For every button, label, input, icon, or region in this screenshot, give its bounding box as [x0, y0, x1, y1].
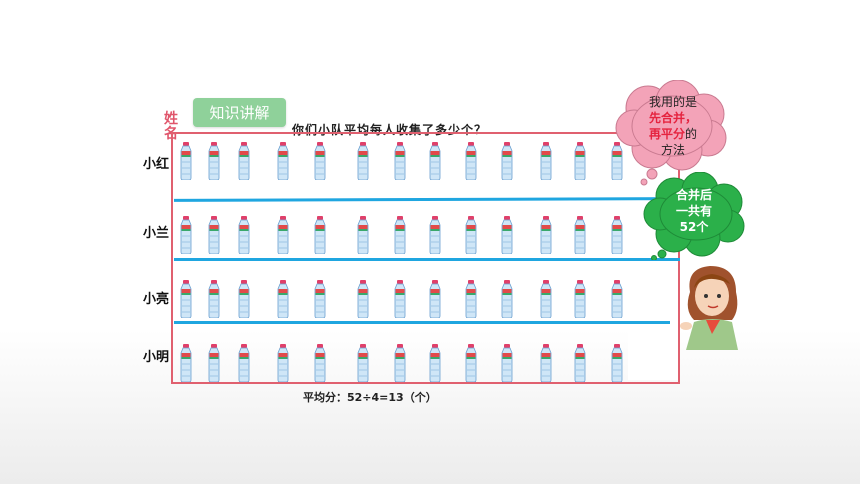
bottle: [538, 216, 554, 254]
bottle: [499, 142, 515, 180]
bottle: [463, 344, 479, 382]
bottle: [355, 142, 371, 180]
bottle: [236, 280, 252, 318]
bottle: [463, 216, 479, 254]
bottle: [499, 280, 515, 318]
knowledge-badge: 知识讲解: [193, 98, 286, 127]
bottle: [312, 142, 328, 180]
bottle: [178, 280, 194, 318]
green-line-2: 一共有: [675, 204, 712, 218]
bottle: [392, 216, 408, 254]
pink-line-3a: 再平分: [648, 127, 685, 141]
pink-cloud-text: 我用的是 先合并， 再平分的 方法: [628, 94, 718, 158]
bottle: [463, 280, 479, 318]
bottle: [572, 142, 588, 180]
bottle: [572, 216, 588, 254]
bottle: [609, 344, 625, 382]
green-cloud-text: 合并后 一共有 52个: [658, 187, 730, 235]
bottle: [538, 344, 554, 382]
bottle: [355, 216, 371, 254]
bottle: [609, 142, 625, 180]
bottle: [206, 142, 222, 180]
bottle: [609, 216, 625, 254]
bottle: [236, 142, 252, 180]
bottle: [427, 344, 443, 382]
bottle: [275, 280, 291, 318]
bottle: [427, 216, 443, 254]
bottle: [275, 216, 291, 254]
bottle: [538, 142, 554, 180]
pink-line-3b: 的: [685, 127, 698, 141]
bottle: [572, 280, 588, 318]
bottle: [499, 216, 515, 254]
bottle: [392, 344, 408, 382]
row-label-xiaoming: 小明: [143, 350, 170, 365]
bottle: [206, 216, 222, 254]
bottle: [275, 344, 291, 382]
bottle: [236, 344, 252, 382]
bottle: [206, 344, 222, 382]
row-label-xiaohong: 小红: [143, 157, 170, 172]
girl-illustration: [680, 266, 738, 350]
row-label-xiaolan: 小兰: [143, 226, 170, 241]
pink-thought-cloud: [615, 80, 727, 186]
bottle: [178, 142, 194, 180]
bottle: [392, 280, 408, 318]
bottle: [538, 280, 554, 318]
pink-line-4: 方法: [660, 143, 685, 157]
pink-line-2: 先合并，: [648, 111, 697, 125]
formula-text: 平均分：52÷4=13（个）: [303, 391, 437, 404]
bottle: [312, 216, 328, 254]
bottle: [355, 280, 371, 318]
name-header-char-1: 姓: [164, 111, 178, 127]
divider-line-2: [174, 258, 680, 261]
row-label-xiaoliang: 小亮: [143, 292, 170, 307]
bottle: [572, 344, 588, 382]
bottle: [463, 142, 479, 180]
green-line-1: 合并后: [675, 188, 712, 202]
bottle: [427, 142, 443, 180]
divider-line-3: [174, 321, 670, 324]
bottle: [206, 280, 222, 318]
bottle: [355, 344, 371, 382]
bottle: [178, 216, 194, 254]
bottle: [609, 280, 625, 318]
bottle: [275, 142, 291, 180]
bottle: [427, 280, 443, 318]
pink-line-1: 我用的是: [648, 95, 697, 109]
bottle: [178, 344, 194, 382]
green-line-3: 52个: [679, 220, 709, 234]
bottle: [312, 344, 328, 382]
bottle: [236, 216, 252, 254]
bottle: [499, 344, 515, 382]
bottle: [392, 142, 408, 180]
bottle: [312, 280, 328, 318]
green-thought-cloud: [643, 172, 745, 260]
